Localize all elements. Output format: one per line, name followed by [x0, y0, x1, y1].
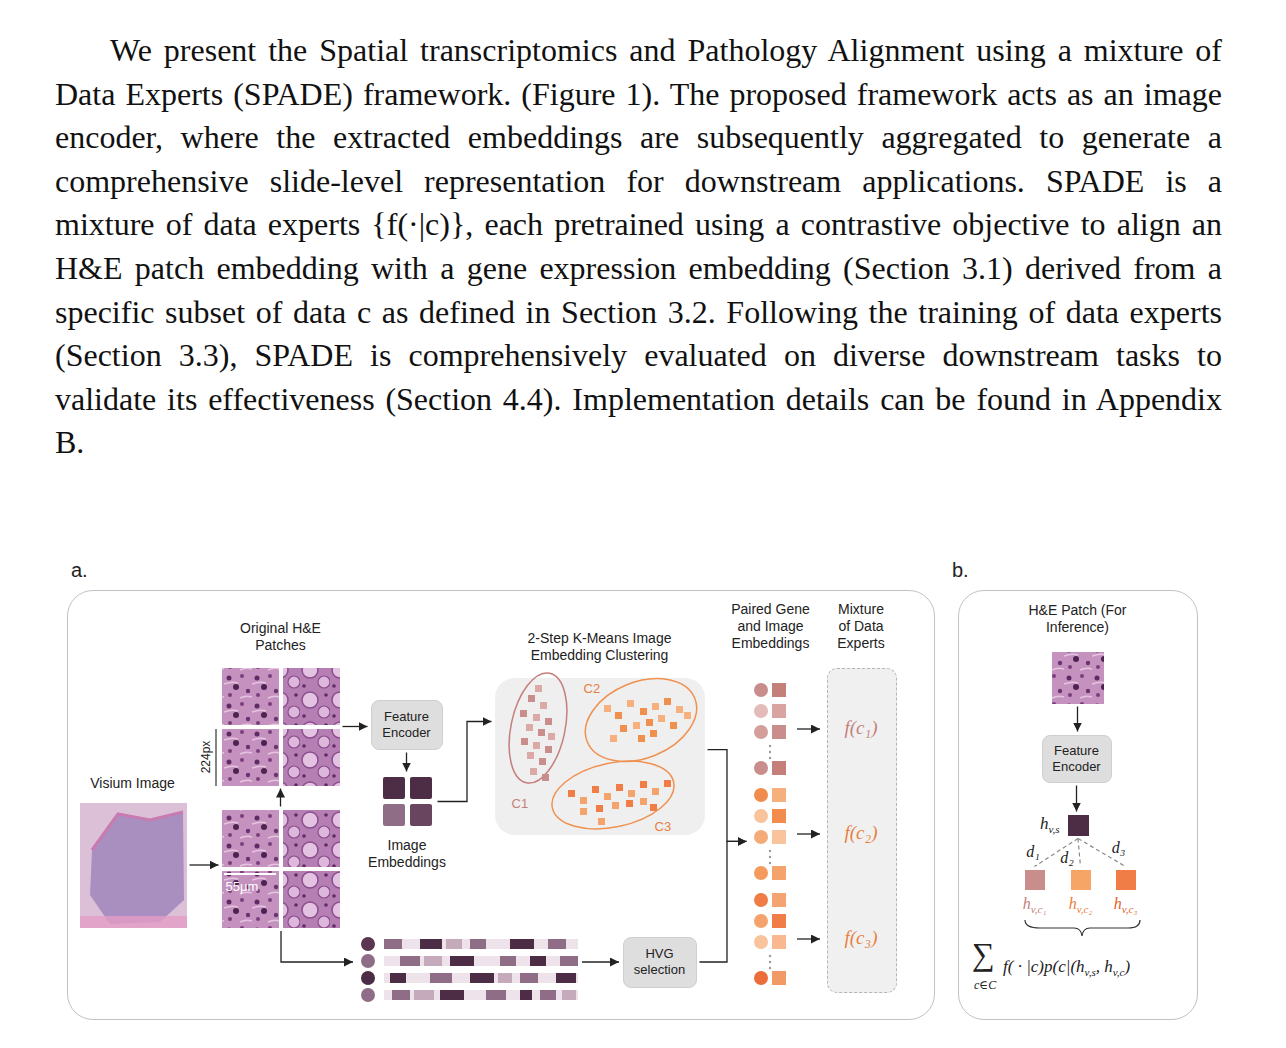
node-label: Image Embeddings: [362, 837, 453, 871]
flow-arrows: [281, 729, 820, 962]
cluster-points: [520, 685, 691, 825]
paired-embeddings: [754, 683, 786, 985]
expert-label: f(c₁): [833, 712, 889, 744]
flow-arrow: [1077, 707, 1078, 732]
embedding-square: hv,c₂: [1071, 870, 1091, 890]
embedding-squares: [383, 777, 432, 826]
expert-label: f(c₃): [833, 922, 889, 954]
inference-patch: [1052, 652, 1104, 704]
curly-brace: [1025, 920, 1140, 936]
process-box: Feature Encoder: [371, 700, 443, 750]
formula-subscript: v,s: [1085, 966, 1096, 978]
body-paragraph: We present the Spatial transcriptomics a…: [55, 29, 1222, 465]
flow-arrow: [438, 722, 492, 802]
patch-grid: 55μm: [222, 810, 340, 928]
inference-patch: H&E Patch (For Inference): [1052, 652, 1104, 704]
gene-rows: [361, 937, 578, 1002]
formula-subscript: v,c: [1113, 966, 1125, 978]
cluster-ellipse: C1: [509, 673, 567, 783]
node-label: 2-Step K-Means Image Embedding Clusterin…: [510, 630, 690, 664]
distance-line: [1078, 839, 1081, 867]
node-label: f(c₂): [845, 822, 878, 844]
flow-arrow: [190, 864, 219, 865]
he-patches: [216, 668, 340, 928]
distance-line: [1078, 839, 1126, 867]
math-symbol: h: [1023, 895, 1031, 912]
node-label: Mixture of Data Experts: [831, 601, 891, 652]
flow-arrow: [343, 726, 368, 727]
node-label: Original H&E Patches: [226, 620, 336, 654]
formula-part: f( · |c)p(c|(h: [1003, 957, 1085, 976]
edge-label: d₁: [1026, 843, 1040, 861]
formula-part: , h: [1096, 957, 1113, 976]
node-label: HVG selection: [629, 946, 691, 978]
cluster-ellipse: C3: [552, 761, 674, 829]
embedding-square: hv,s: [1068, 815, 1089, 836]
embedding-square: hv,c₁: [1025, 870, 1045, 890]
node-label: f(c₁): [845, 717, 878, 739]
flow-arrow: [700, 841, 747, 962]
node-label: C3: [655, 818, 672, 835]
math-label: hv,c₂: [1069, 894, 1093, 919]
experts-ground: [827, 668, 897, 993]
cluster-ellipses: [500, 663, 709, 839]
math-subscript: v,c₃: [1122, 903, 1138, 915]
flow-arrow: [1076, 786, 1077, 812]
math-symbol: h: [1040, 814, 1049, 833]
sum-symbol: ∑: [972, 936, 995, 972]
embedding-grid: Image Embeddings: [380, 775, 435, 829]
node-label: C2: [584, 680, 601, 697]
visium-slide: [80, 803, 187, 928]
expert-label: f(c₂): [833, 817, 889, 849]
flow-arrow: [280, 789, 281, 807]
math-subscript: v,s: [1048, 823, 1059, 835]
cluster-region: 2-Step K-Means Image Embedding Clusterin…: [495, 678, 705, 835]
sum-index: c∈C: [974, 978, 996, 992]
embedding-square: hv,c₃: [1116, 870, 1136, 890]
dimension-label: 224px: [198, 731, 214, 783]
node-label: Visium Image: [63, 775, 203, 792]
experts-box: Mixture of Data Expertsf(c₁)f(c₂)f(c₃): [827, 668, 897, 993]
edge-label: d₃: [1112, 839, 1126, 857]
math-label: hv,c₃: [1114, 894, 1138, 919]
math-subscript: v,c₂: [1077, 903, 1093, 915]
math-symbol: h: [1114, 895, 1122, 912]
node-label: a.: [71, 558, 88, 582]
node-label: f(c₃): [845, 927, 878, 949]
distance-line: [1035, 839, 1079, 867]
node-label: 55μm: [226, 878, 259, 895]
edge-label: d₂: [1060, 849, 1074, 867]
math-subscript: v,c₁: [1031, 903, 1047, 915]
node-label: Paired Gene and Image Embeddings: [724, 601, 818, 652]
cluster-ellipse: C2: [585, 679, 697, 761]
patch-grid: Original H&E Patches: [222, 668, 340, 786]
node-label: C1: [512, 795, 529, 812]
formula-part: ): [1124, 957, 1130, 976]
process-box: HVG selection: [623, 937, 697, 988]
math-symbol: h: [1069, 895, 1077, 912]
flow-arrow: [406, 753, 407, 772]
paired-column: Paired Gene and Image Embeddings: [750, 678, 792, 985]
node-label: Feature Encoder: [1047, 743, 1107, 775]
panel-frame: a.Visium Image55μmOriginal H&E PatchesFe…: [67, 590, 935, 1020]
formula: f( · |c)p(c|(hv,s, hv,c): [1003, 957, 1130, 982]
node-label: Feature Encoder: [377, 709, 437, 741]
math-label: hv,c₁: [1023, 894, 1047, 919]
node-label: b.: [952, 558, 969, 582]
flow-arrow: [708, 750, 747, 842]
math-label: hv,s: [1040, 814, 1060, 839]
slide-image: Visium Image: [80, 803, 187, 928]
node-label: H&E Patch (For Inference): [1020, 602, 1136, 636]
process-box: Feature Encoder: [1042, 735, 1112, 783]
